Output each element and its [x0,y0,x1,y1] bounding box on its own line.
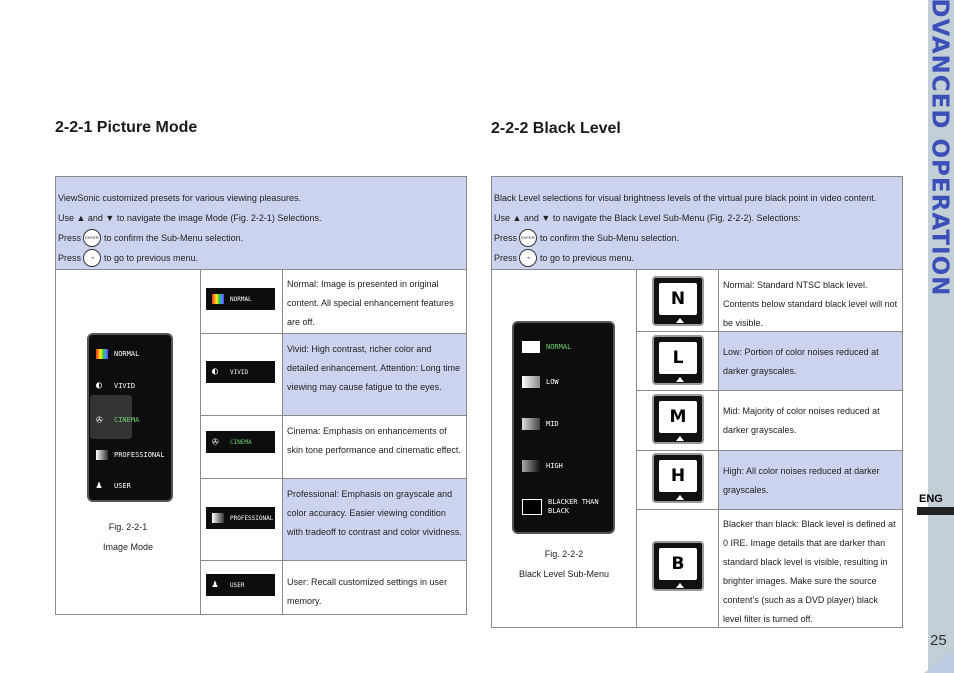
figure-title: Image Mode [102,542,154,552]
thumb-professional: PROFESSIONAL [206,507,275,529]
menu-item-professional: PROFESSIONAL [96,450,165,460]
black-level-desc: Normal: Standard NTSC black level. Conte… [723,280,898,328]
menu-item-high: HIGH [522,460,563,472]
picture-mode-menu-image: NORMAL ◐VIVID ✇CINEMA PROFESSIONAL ♟USER [89,335,171,500]
picture-mode-intro: ViewSonic customized presets for various… [56,177,466,270]
picture-mode-heading: 2-2-1 Picture Mode [55,119,198,136]
thumb-user: ♟USER [206,574,275,596]
level-b-icon: B [652,541,704,591]
return-icon: ⇥ [519,249,538,267]
picture-mode-desc: Normal: Image is presented in original c… [287,279,454,327]
page-number: 25 [930,632,947,649]
cinema-icon: ✇ [212,435,219,448]
intro-line: Press⇥to go to previous menu. [58,248,466,268]
normal-icon [96,349,108,359]
user-icon: ♟ [212,579,219,590]
picture-mode-desc: User: Recall customized settings in user… [287,577,448,606]
picture-mode-table: ViewSonic customized presets for various… [55,176,467,615]
black-level-menu-image: NORMAL LOW MID HIGH BLACKER THAN BLACK [514,323,613,532]
picture-mode-desc: Cinema: Emphasis on enhancements of skin… [287,426,461,455]
black-level-desc: Low: Portion of color noises reduced at … [719,332,902,390]
figure-caption: Fig. 2-2-2 [544,549,584,559]
black-level-heading: 2-2-2 Black Level [491,120,621,137]
cinema-icon: ✇ [96,413,103,426]
figure-caption: Fig. 2-2-1 [108,522,148,532]
menu-item-cinema: ✇CINEMA [96,413,140,426]
black-level-desc: Mid: Majority of color noises reduced at… [723,406,880,435]
menu-item-normal: NORMAL [96,349,139,359]
level-h-icon: H [652,453,704,503]
thumb-normal: NORMAL [206,288,275,310]
thumb-vivid: ◐VIVID [206,361,275,383]
vivid-icon: ◐ [96,380,103,391]
section-title-vertical: ADVANCED OPERATION [926,0,953,296]
menu-item-blacker-than-black: BLACKER THAN BLACK [522,498,608,516]
vivid-icon: ◐ [212,366,219,377]
level-l-icon: L [652,335,704,385]
side-tab [928,0,954,673]
level-n-icon: N [652,276,704,326]
professional-icon [212,513,224,523]
menu-item-low: LOW [522,376,559,388]
thumb-cinema: ✇CINEMA [206,431,275,453]
enter-icon: ENTER [519,229,538,247]
figure-title: Black Level Sub-Menu [518,569,610,579]
black-level-desc: Blacker than black: Black level is defin… [723,519,896,624]
language-tab: ENG [919,493,943,505]
page-corner-decoration [924,650,954,673]
intro-line: ViewSonic customized presets for various… [58,193,301,203]
black-level-intro: Black Level selections for visual bright… [492,177,902,270]
intro-line: Use ▲ and ▼ to navigate the image Mode (… [58,213,322,223]
return-icon: ⇥ [83,249,102,267]
intro-line: Press⇥to go to previous menu. [494,248,902,268]
black-level-table: Black Level selections for visual bright… [491,176,903,628]
menu-item-user: ♟USER [96,480,131,491]
menu-item-normal: NORMAL [522,341,571,353]
menu-item-mid: MID [522,418,559,430]
black-level-desc: High: All color noises reduced at darker… [719,451,902,509]
enter-icon: ENTER [83,229,102,247]
picture-mode-desc: Professional: Emphasis on grayscale and … [283,479,466,560]
professional-icon [96,450,108,460]
level-m-icon: M [652,394,704,444]
picture-mode-desc: Vivid: High contrast, richer color and d… [283,334,466,415]
intro-line: Use ▲ and ▼ to navigate the Black Level … [494,213,801,223]
user-icon: ♟ [96,480,103,491]
intro-line: Black Level selections for visual bright… [494,193,877,203]
normal-icon [212,294,224,304]
language-tab-bar [917,507,954,515]
menu-item-vivid: ◐VIVID [96,380,136,391]
